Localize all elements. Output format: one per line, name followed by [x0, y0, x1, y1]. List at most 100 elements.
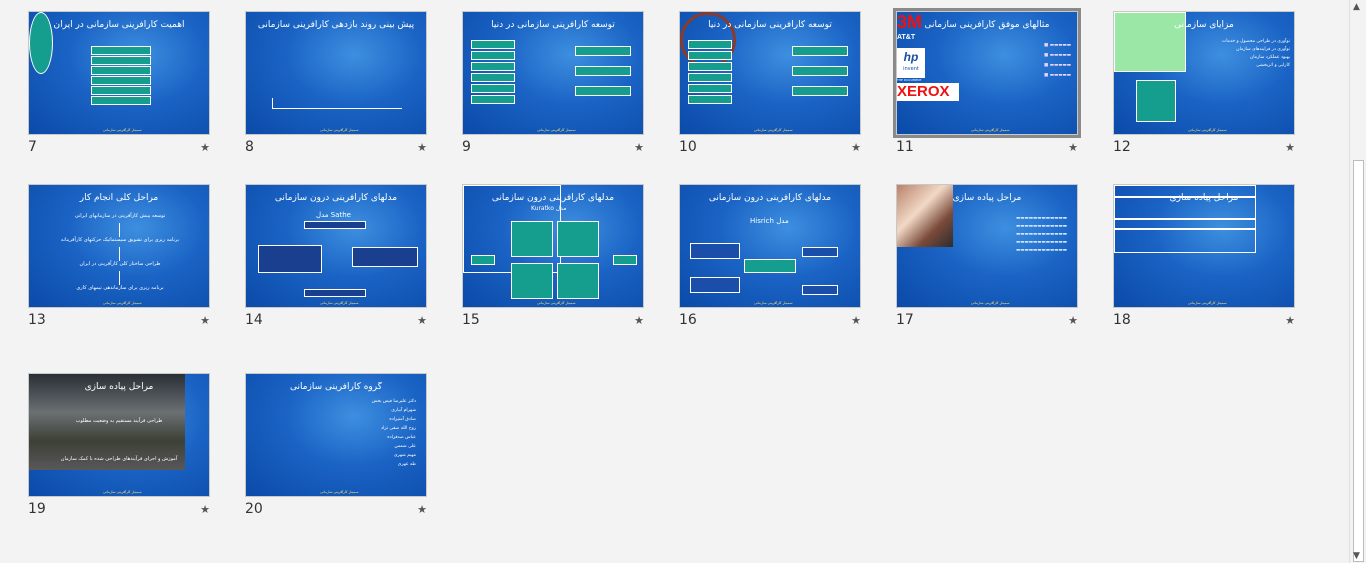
slide-title: پیش بینی روند بازدهی کارآفرینی سازمانی [257, 20, 415, 30]
arrow-box [471, 73, 515, 82]
axis-line [272, 108, 402, 109]
side-box [471, 255, 495, 265]
oval-shape [29, 12, 53, 74]
star-icon[interactable]: ★ [200, 314, 210, 327]
slide-preview[interactable]: توسعه کارآفرینی سازمانی در دنیا سمینار کا… [462, 11, 644, 135]
slide-preview[interactable]: مراحل پیاده سازی▬▬▬▬▬▬▬▬▬▬▬▬▬▬▬▬▬▬▬▬▬▬▬▬… [896, 184, 1078, 308]
star-icon[interactable]: ★ [417, 314, 427, 327]
slide-number: 9 [462, 139, 471, 155]
star-icon[interactable]: ★ [200, 141, 210, 154]
step-text: طراحی ساختار کلی کارآفرینی در ایران [79, 261, 161, 267]
slide-number: 11 [896, 139, 914, 155]
logo-3m: 3M [897, 12, 923, 32]
star-icon[interactable]: ★ [634, 141, 644, 154]
model-node [690, 243, 740, 259]
model-node [802, 247, 838, 257]
member-name: شهرام آبیاری [391, 408, 416, 413]
outline-box [1114, 229, 1256, 253]
slide-footer: سمینار کارآفرینی سازمانی [1114, 125, 1294, 134]
bullet-text: ▬▬▬▬▬▬▬▬▬▬▬▬ [1015, 232, 1067, 237]
arrow-box [471, 40, 515, 49]
slide-number: 8 [245, 139, 254, 155]
slide-footer: سمینار کارآفرینی سازمانی [463, 298, 643, 307]
bullet-text: نوآوری در فرایندهای سازمان [1236, 47, 1290, 52]
outline-box [1114, 219, 1256, 229]
star-icon[interactable]: ★ [1285, 314, 1295, 327]
outline-box [1114, 197, 1256, 219]
slide-footer: سمینار کارآفرینی سازمانی [680, 298, 860, 307]
slide-title: توسعه کارآفرینی سازمانی در دنیا [491, 20, 615, 30]
slide-title: مراحل کلی انجام کار [79, 193, 159, 203]
flow-box [91, 56, 151, 65]
slide-footer: سمینار کارآفرینی سازمانی [246, 487, 426, 496]
model-node [690, 277, 740, 293]
model-cell [557, 263, 599, 299]
arrow-box [792, 86, 848, 96]
member-name: علی شمس [394, 444, 416, 449]
arrow-box [575, 46, 631, 56]
bullet-text: ■ ▬▬▬▬▬ [1044, 53, 1071, 58]
arrow-box [471, 51, 515, 60]
arrow-box [792, 66, 848, 76]
star-icon[interactable]: ★ [1285, 141, 1295, 154]
star-icon[interactable]: ★ [851, 141, 861, 154]
slide-title: مراحل پیاده سازی [1169, 193, 1239, 203]
slide-number: 12 [1113, 139, 1131, 155]
overlay-text: طراحی فرآیند مستقیم به وضعیت مطلوب [75, 418, 163, 424]
slide-preview[interactable]: مراحل پیاده سازی سمینار کارآفرینی سازمانی [1113, 184, 1295, 308]
bullet-text: ■ ▬▬▬▬▬ [1044, 43, 1071, 48]
inner-square [1136, 80, 1176, 122]
slide-number: 18 [1113, 312, 1131, 328]
logo-hp-sub: invent [903, 66, 919, 72]
arrow-box [688, 84, 732, 93]
slide-thumbnail-18[interactable]: مراحل پیاده سازی سمینار کارآفرینی سازمانی… [1113, 184, 1295, 334]
arrow-box [688, 73, 732, 82]
slide-thumbnail-17[interactable]: مراحل پیاده سازی▬▬▬▬▬▬▬▬▬▬▬▬▬▬▬▬▬▬▬▬▬▬▬▬… [896, 184, 1078, 334]
arrow-box [792, 46, 848, 56]
footer-center-text: سمینار کارآفرینی سازمانی [971, 301, 1010, 305]
footer-center-text: سمینار کارآفرینی سازمانی [537, 128, 576, 132]
star-icon[interactable]: ★ [1068, 141, 1078, 154]
scroll-up-icon[interactable]: ▲ [1353, 2, 1360, 12]
star-icon[interactable]: ★ [417, 141, 427, 154]
star-icon[interactable]: ★ [851, 314, 861, 327]
star-icon[interactable]: ★ [1068, 314, 1078, 327]
arrow-box [688, 95, 732, 104]
star-icon[interactable]: ★ [200, 503, 210, 516]
slide-thumbnail-9[interactable]: توسعه کارآفرینی سازمانی در دنیا سمینار کا… [462, 11, 644, 161]
scroll-down-icon[interactable]: ▼ [1353, 551, 1360, 561]
arrow-box [575, 66, 631, 76]
axis-line [272, 98, 273, 108]
vertical-scrollbar[interactable]: ▲ ▼ [1349, 0, 1366, 563]
member-name: دکتر علیرضا فیض بخش [371, 399, 416, 404]
star-icon[interactable]: ★ [634, 314, 644, 327]
entrepreneurship-box [352, 247, 418, 267]
scrollbar-thumb[interactable] [1353, 160, 1364, 562]
star-icon[interactable]: ★ [417, 503, 427, 516]
logo-xerox: XEROX [897, 83, 959, 101]
slide-footer: سمینار کارآفرینی سازمانی [1114, 298, 1294, 307]
logo-att: AT&T [897, 34, 916, 41]
